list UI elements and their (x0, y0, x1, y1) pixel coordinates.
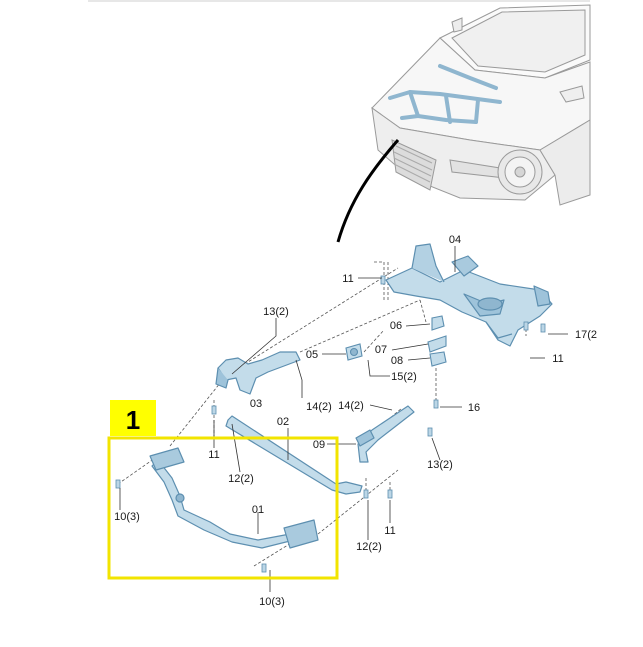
callout-12-bottom: 12(2) (356, 541, 382, 553)
callout-09: 09 (313, 439, 325, 451)
callout-11-bottom: 11 (384, 525, 395, 537)
engine-mount-parts (345, 315, 447, 367)
callout-12-left: 12(2) (228, 473, 254, 485)
car-subframe-ghost (388, 64, 502, 124)
callout-11-top: 11 (342, 273, 353, 285)
callout-05: 05 (306, 349, 318, 361)
callout-13-top: 13(2) (263, 306, 289, 318)
callout-01: 01 (252, 504, 264, 516)
car-illustration (371, 4, 591, 206)
callout-03: 03 (250, 398, 262, 410)
callout-labels: 01 02 03 04 05 06 07 08 09 10(3) 10(3) 1… (114, 234, 597, 608)
group-label-box (110, 400, 156, 436)
callout-02: 02 (277, 416, 289, 428)
callout-14-right: 14(2) (338, 400, 364, 412)
bar-part-02 (225, 415, 363, 495)
dashed-leader-lines (117, 261, 527, 567)
zoom-pointer-line (336, 139, 400, 243)
callout-07: 07 (375, 344, 387, 356)
callout-15: 15(2) (391, 371, 417, 383)
callout-11-right: 11 (552, 353, 563, 365)
callout-17: 17(2 (575, 329, 597, 341)
callout-leader-lines (119, 246, 568, 592)
callout-10-left: 10(3) (114, 511, 140, 523)
callout-14-left: 14(2) (306, 401, 332, 413)
highlight-frame (107, 436, 339, 580)
callout-06: 06 (390, 320, 402, 332)
callout-08: 08 (391, 355, 403, 367)
callout-16: 16 (468, 402, 480, 414)
front-subframe-part (385, 243, 553, 347)
group-label: 1 (126, 405, 140, 435)
bracket-part-09 (355, 405, 415, 463)
callout-13-right: 13(2) (427, 459, 453, 471)
callout-10-bottom: 10(3) (259, 596, 285, 608)
fasteners (115, 275, 546, 573)
callout-11-left: 11 (208, 449, 219, 461)
crossmember-part-03 (215, 351, 301, 395)
callout-04: 04 (449, 234, 461, 246)
stabilizer-bar-part-01 (149, 447, 319, 549)
